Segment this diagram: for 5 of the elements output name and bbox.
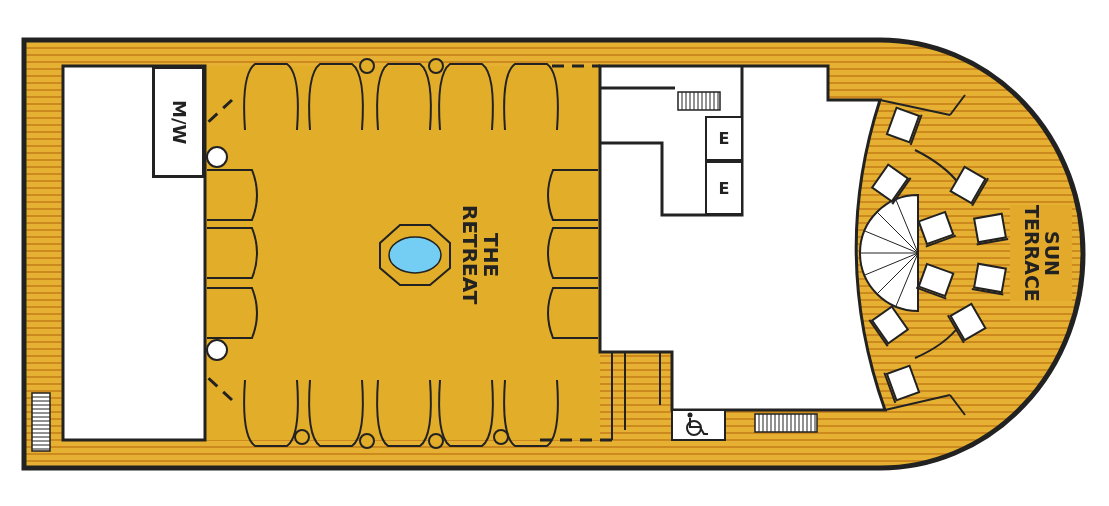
area-label: THE RETREAT	[457, 204, 504, 307]
restroom-label: M/W	[152, 66, 205, 178]
area-label: SUN TERRACE	[1010, 205, 1072, 301]
elevator-box: E	[705, 161, 743, 215]
elevator-box: E	[705, 116, 743, 161]
